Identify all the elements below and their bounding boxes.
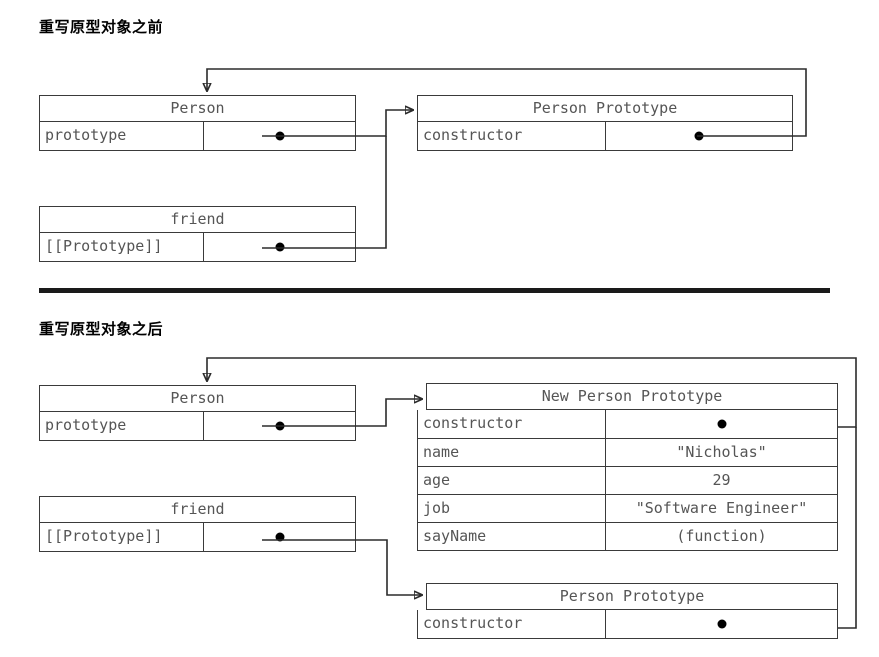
row-key: [[Prototype]] bbox=[40, 233, 204, 261]
row-value: "Nicholas" bbox=[676, 443, 767, 461]
row-value-pointer bbox=[606, 610, 837, 638]
object-title-person-prototype-after: Person Prototype bbox=[426, 583, 838, 610]
row-key: name bbox=[418, 439, 606, 466]
row-key: sayName bbox=[418, 523, 606, 550]
table-row: [[Prototype]] bbox=[40, 233, 355, 261]
section-heading-before: 重写原型对象之前 bbox=[39, 18, 164, 36]
table-row: job "Software Engineer" bbox=[418, 494, 837, 522]
object-box-new-person-prototype: New Person Prototype constructor name "N… bbox=[417, 383, 838, 551]
table-row: age 29 bbox=[418, 466, 837, 494]
section-divider bbox=[39, 288, 830, 293]
row-value-pointer bbox=[204, 412, 355, 440]
table-row: sayName (function) bbox=[418, 522, 837, 550]
row-key: prototype bbox=[40, 412, 204, 440]
object-title-friend-after: friend bbox=[39, 496, 356, 523]
row-key: constructor bbox=[418, 410, 606, 438]
table-row: prototype bbox=[40, 122, 355, 150]
object-rows-friend-after: [[Prototype]] bbox=[39, 523, 356, 552]
object-rows-friend-before: [[Prototype]] bbox=[39, 233, 356, 262]
object-box-friend-before: friend [[Prototype]] bbox=[39, 206, 356, 262]
row-value-pointer bbox=[204, 122, 355, 150]
row-value-pointer bbox=[606, 122, 792, 150]
object-box-person-after: Person prototype bbox=[39, 385, 356, 441]
object-box-person-prototype-before: Person Prototype constructor bbox=[417, 95, 793, 151]
object-rows-person-before: prototype bbox=[39, 122, 356, 151]
row-key: job bbox=[418, 495, 606, 522]
object-rows-new-person-prototype: constructor name "Nicholas" age 29 job "… bbox=[417, 410, 838, 551]
object-rows-person-after: prototype bbox=[39, 412, 356, 441]
table-row: [[Prototype]] bbox=[40, 523, 355, 551]
row-key: constructor bbox=[418, 122, 606, 150]
row-key: age bbox=[418, 467, 606, 494]
table-row: constructor bbox=[418, 410, 837, 438]
row-value-pointer bbox=[204, 233, 355, 261]
object-title-new-person-prototype: New Person Prototype bbox=[426, 383, 838, 410]
object-title-person-prototype-before: Person Prototype bbox=[417, 95, 793, 122]
section-heading-after: 重写原型对象之后 bbox=[39, 320, 164, 338]
object-box-person-before: Person prototype bbox=[39, 95, 356, 151]
row-value-pointer bbox=[606, 410, 837, 438]
object-title-person-before: Person bbox=[39, 95, 356, 122]
object-rows-person-prototype-after: constructor bbox=[417, 610, 838, 639]
row-key: prototype bbox=[40, 122, 204, 150]
row-key: [[Prototype]] bbox=[40, 523, 204, 551]
row-value: "Software Engineer" bbox=[635, 499, 808, 517]
row-value: 29 bbox=[712, 471, 731, 489]
table-row: constructor bbox=[418, 610, 837, 638]
table-row: constructor bbox=[418, 122, 792, 150]
object-box-friend-after: friend [[Prototype]] bbox=[39, 496, 356, 552]
table-row: name "Nicholas" bbox=[418, 438, 837, 466]
row-value: (function) bbox=[676, 527, 767, 545]
object-title-person-after: Person bbox=[39, 385, 356, 412]
row-key: constructor bbox=[418, 610, 606, 638]
row-value-pointer bbox=[204, 523, 355, 551]
table-row: prototype bbox=[40, 412, 355, 440]
object-title-friend-before: friend bbox=[39, 206, 356, 233]
object-box-person-prototype-after: Person Prototype constructor bbox=[417, 583, 838, 639]
object-rows-person-prototype-before: constructor bbox=[417, 122, 793, 151]
